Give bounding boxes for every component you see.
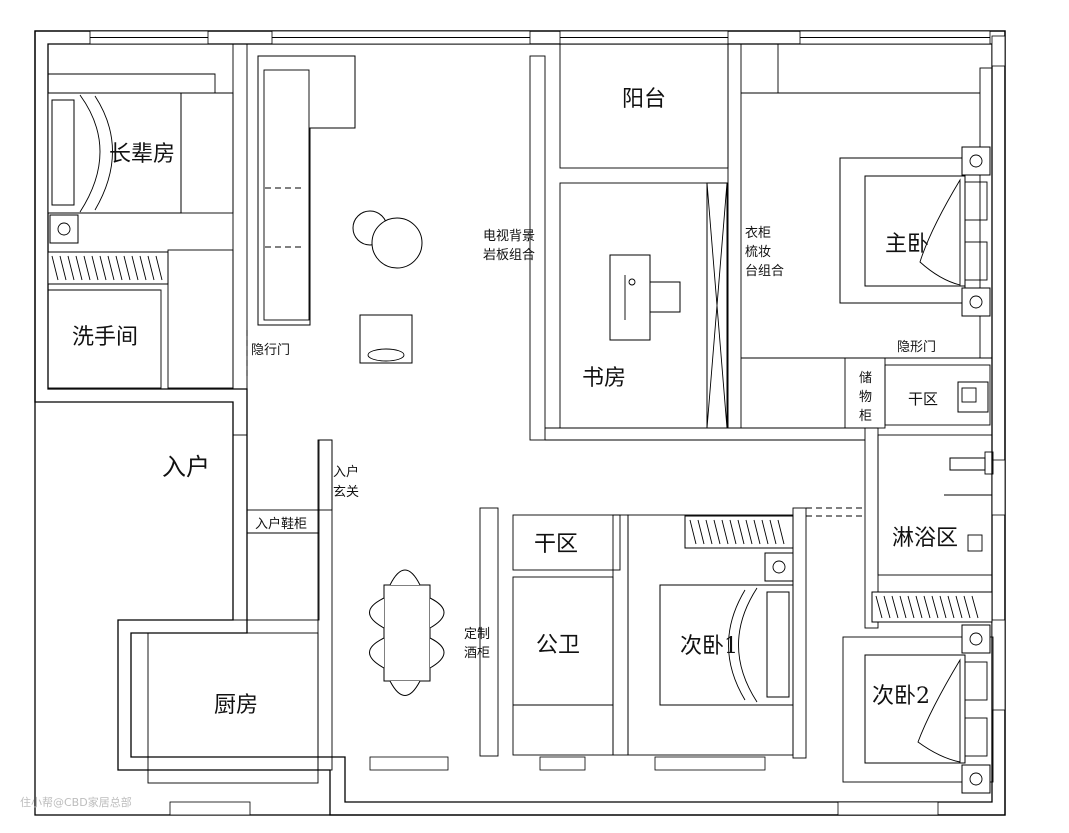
nightstand-icon [961,146,991,176]
toilet-icon [949,457,986,471]
study-chair [649,281,681,313]
note-wardrobe-2: 梳妆 [745,245,771,260]
sofa [257,55,356,326]
label-balcony: 阳台 [622,87,666,112]
nightstand-icon [961,764,991,794]
label-public-bathroom: 公卫 [536,633,580,658]
bedroom2-bed [864,654,966,764]
label-second-bedroom-1: 次卧1 [680,634,738,659]
nightstand-icon [961,624,991,654]
label-kitchen: 厨房 [214,693,258,718]
furniture [47,55,994,794]
nightstand-icon [961,287,991,317]
bedroom1-wardrobe [684,515,794,549]
note-foyer-1: 入户 [333,464,359,480]
label-master-bedroom: 主卧 [885,232,929,257]
note-hidden-door-right: 隐形门 [897,340,936,355]
note-shoe-cabinet: 入户鞋柜 [255,516,307,532]
label-study: 书房 [582,366,626,391]
note-wine-cabinet-1: 定制 [464,627,490,642]
armchair [359,314,413,364]
door-openings [232,330,865,517]
note-storage-3: 柜 [859,409,872,424]
sink-icon [957,381,989,413]
coffee-table [371,217,423,269]
label-second-bedroom-2: 次卧2 [872,684,930,709]
note-foyer-2: 玄关 [333,485,359,500]
label-shower-zone: 淋浴区 [892,526,958,551]
label-elder-room: 长辈房 [109,142,175,167]
watermark: 住小帮@CBD家居总部 [20,795,132,809]
note-wardrobe-3: 台组合 [745,264,784,279]
nightstand-icon [49,214,79,244]
nightstand-icon [764,552,794,582]
label-washroom: 洗手间 [72,325,138,350]
label-dry-zone-master: 干区 [908,390,938,408]
annotations: 电视背景 岩板组合 衣柜 梳妆 台组合 隐行门 隐形门 储 物 柜 入户 玄关 … [251,225,936,661]
dining-table [383,584,431,682]
note-tv-wall-2: 岩板组合 [483,248,535,263]
interior-walls [47,43,994,784]
note-wardrobe-1: 衣柜 [745,225,771,241]
note-storage-2: 物 [859,390,872,405]
windows [89,30,1006,816]
note-wine-cabinet-2: 酒柜 [464,646,490,661]
study-desk [609,254,651,341]
shower-icon [967,534,983,552]
note-storage-1: 储 [859,371,872,386]
label-dry-zone-public: 干区 [534,532,578,557]
note-tv-wall-1: 电视背景 [483,229,535,244]
note-hidden-door-left: 隐行门 [251,343,290,358]
label-entrance: 入户 [162,453,210,481]
room-labels: 长辈房 洗手间 阳台 书房 主卧 入户 干区 淋浴区 干区 公卫 次卧1 次卧2… [72,87,958,718]
